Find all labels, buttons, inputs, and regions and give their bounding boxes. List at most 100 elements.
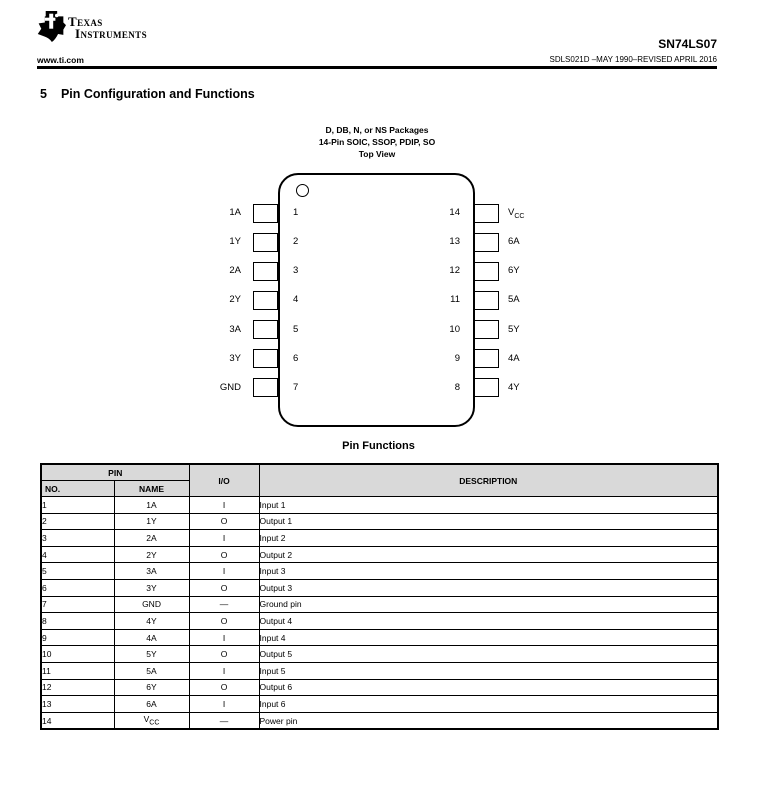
cell-description: Input 1 (258, 496, 719, 514)
col-header-description: DESCRIPTION (258, 463, 719, 497)
ti-logo-icon (37, 11, 66, 42)
cell-no: 12 (40, 678, 115, 697)
cell-no: 1 (40, 496, 115, 514)
pin-label: 1Y (229, 236, 241, 248)
pin-number: 4 (293, 294, 299, 306)
cell-name: 5A (113, 661, 190, 680)
pin-label: 6A (508, 236, 520, 248)
pin-box-left-6 (253, 349, 278, 369)
pin-number: 6 (293, 352, 299, 364)
pin-box-left-3 (253, 261, 278, 281)
pin-number: 9 (454, 352, 460, 364)
pin-box-left-5 (253, 320, 278, 340)
cell-description: Output 5 (258, 645, 719, 663)
pin-number: 12 (449, 265, 460, 277)
pin-label: 3Y (229, 352, 241, 364)
brand-texas: Texas (68, 14, 103, 29)
cell-no: 11 (40, 661, 115, 680)
cell-no: 2 (40, 512, 115, 531)
cell-no: 7 (40, 595, 115, 614)
cell-name: 1Y (113, 512, 190, 531)
pin-label: 3A (229, 323, 241, 335)
header-rule (37, 66, 717, 69)
cell-description: Input 2 (258, 529, 719, 547)
cell-no: 14 (40, 711, 115, 730)
package-title: D, DB, N, or NS Packages 14-Pin SOIC, SS… (277, 124, 477, 160)
cell-name: 3A (113, 562, 190, 580)
pin-box-right-9 (474, 349, 499, 369)
cell-io: I (188, 661, 260, 680)
pin-box-right-10 (474, 320, 499, 340)
cell-io: O (188, 678, 260, 697)
cell-description: Input 4 (258, 628, 719, 647)
cell-io: I (188, 695, 260, 713)
cell-name: 6Y (113, 678, 190, 697)
table-header-row-2: NO. NAME (40, 480, 718, 497)
cell-no: 10 (40, 645, 115, 663)
package-title-line1: D, DB, N, or NS Packages (325, 125, 429, 135)
pin-number: 8 (454, 381, 460, 393)
cell-io: O (188, 512, 260, 531)
col-header-pin: PIN (40, 463, 190, 481)
pin-label: 6Y (508, 265, 520, 277)
cell-name: 4Y (113, 612, 190, 630)
section-title-text: Pin Configuration and Functions (60, 87, 255, 101)
pin-number: 10 (449, 323, 460, 335)
col-header-name: NAME (113, 480, 190, 497)
chip-diagram: D, DB, N, or NS Packages 14-Pin SOIC, SS… (0, 120, 762, 450)
cell-io: O (188, 645, 260, 663)
cell-name: 1A (113, 496, 190, 514)
pin-functions-title: Pin Functions (342, 440, 415, 452)
cell-description: Output 3 (258, 578, 719, 597)
cell-io: I (188, 529, 260, 547)
cell-no: 5 (40, 562, 115, 580)
pin-number: 13 (449, 236, 460, 248)
cell-io: — (188, 711, 260, 730)
cell-io: O (188, 578, 260, 597)
cell-description: Input 6 (258, 695, 719, 713)
col-header-no: NO. (40, 480, 115, 497)
cell-description: Output 1 (258, 512, 719, 531)
pin-label: VCC (508, 207, 525, 220)
cell-name: 3Y (113, 578, 190, 597)
cell-io: O (188, 545, 260, 564)
pin-number: 2 (293, 236, 299, 248)
pin-number: 5 (293, 323, 299, 335)
pin-box-right-12 (474, 261, 499, 281)
cell-description: Input 3 (258, 562, 719, 580)
pin-number: 7 (293, 381, 299, 393)
package-title-line2: 14-Pin SOIC, SSOP, PDIP, SO (318, 137, 436, 147)
pin-box-right-14 (474, 203, 499, 223)
cell-description: Output 4 (258, 612, 719, 630)
cell-description: Input 5 (258, 661, 719, 680)
cell-name: 6A (113, 695, 190, 713)
package-title-line3: Top View (358, 149, 396, 159)
cell-name: 2Y (113, 545, 190, 564)
pin-number: 1 (293, 207, 299, 218)
pin-label: 4Y (508, 381, 520, 393)
cell-description: Output 6 (258, 678, 719, 697)
pin-label: 2Y (229, 294, 241, 306)
cell-no: 9 (40, 628, 115, 647)
table-header-row-1: PIN I/O DESCRIPTION (40, 463, 719, 497)
doc-revision: SDLS021D –MAY 1990–REVISED APRIL 2016 (549, 55, 717, 64)
cell-no: 4 (40, 545, 115, 564)
website-link[interactable]: www.ti.com (37, 55, 84, 65)
cell-io: I (188, 562, 260, 580)
cell-description: Ground pin (258, 595, 719, 614)
